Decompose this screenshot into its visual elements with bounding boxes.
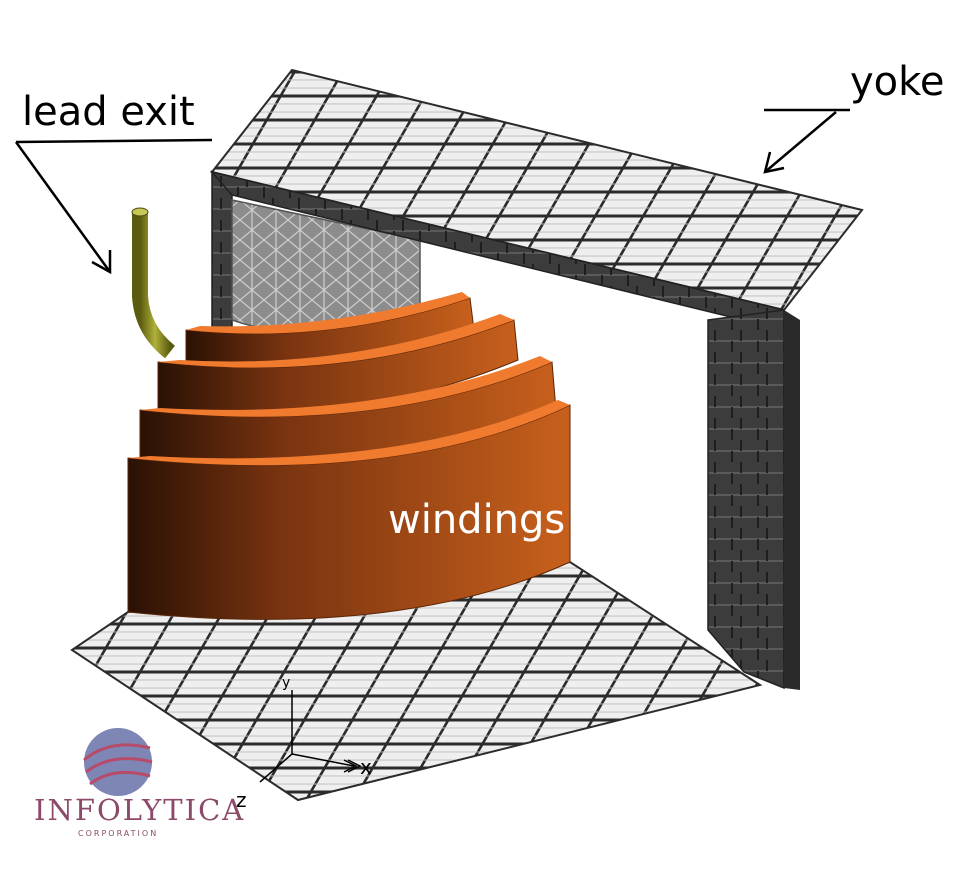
yoke-label: yoke xyxy=(850,59,945,105)
axis-x-label: x xyxy=(360,755,372,779)
infolytica-logo-icon xyxy=(83,728,153,796)
lead-exit-label: lead exit xyxy=(22,89,195,135)
axis-triad xyxy=(259,690,362,783)
lead-conductor xyxy=(131,207,176,359)
windings-label: windings xyxy=(388,497,566,543)
axis-y-label: y xyxy=(282,675,291,691)
right-limb xyxy=(707,309,800,690)
windings xyxy=(127,292,571,620)
axis-z-label: z xyxy=(236,788,247,812)
lead-exit-arrow xyxy=(14,138,213,275)
yoke-arrows xyxy=(763,108,850,174)
logo-subtitle: CORPORATION xyxy=(78,829,159,838)
logo-wordmark: INFOLYTICA xyxy=(34,793,246,827)
